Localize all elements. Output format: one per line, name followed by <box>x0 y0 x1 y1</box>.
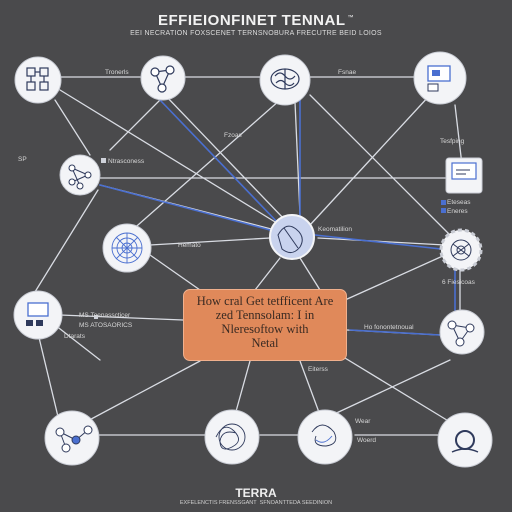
node-radial-sphere <box>102 223 152 273</box>
label-below-box: Eiterss <box>308 366 328 373</box>
label-markers <box>94 158 446 319</box>
node-screen <box>13 290 63 340</box>
node-molecule <box>140 55 186 101</box>
label-right-mid-1: Eteseas <box>447 199 471 206</box>
node-tangle <box>204 409 260 465</box>
node-gear <box>439 228 483 272</box>
node-monitor <box>445 157 483 194</box>
connector-lines <box>29 76 463 436</box>
central-title-line: Netal <box>251 336 279 350</box>
label-top-mid: Tronerls <box>105 69 129 76</box>
node-brain <box>259 54 311 106</box>
node-knot <box>297 409 353 465</box>
central-title-line: How cral Get tetfficent Are <box>196 294 334 308</box>
node-lens <box>437 412 493 468</box>
diagram-subtitle: EEI NECRATION FOXSCENET TERNSNOBURA FREC… <box>130 30 382 37</box>
label-left-sp: SP <box>18 156 27 163</box>
node-grid-network <box>14 56 62 104</box>
node-flow <box>44 410 100 466</box>
label-mid-upper: Fzoas <box>224 132 242 139</box>
central-title-line: zed Tennsolam: I in <box>215 308 315 322</box>
label-left-upper: Ntrasconess <box>108 158 145 165</box>
node-neural-net <box>59 154 101 196</box>
label-right-lower: Ho fonontetnoual <box>364 324 414 331</box>
node-central-mesh <box>269 214 315 260</box>
label-center-right: Keomatilion <box>318 226 352 233</box>
node-documents <box>413 51 467 105</box>
footer-title: TERRA <box>235 486 277 500</box>
central-title-line: Nleresoftow with <box>221 322 309 336</box>
central-title-box: How cral Get tetfficent Are zed Tennsola… <box>183 289 347 361</box>
node-cluster <box>439 309 485 355</box>
label-left-lower-2: MS ATOSAORICS <box>79 322 133 329</box>
label-right-mid-2: Eneres <box>447 208 468 215</box>
label-bottom-right: Woerd <box>357 437 377 444</box>
footer-subtitle: EXFELENCTIS FRENSSGANT SFNOANTTEDA SEEDI… <box>179 500 333 506</box>
label-left-lower-3: Dtarats <box>64 333 85 340</box>
label-top-right: Fsnae <box>338 69 357 76</box>
label-left-lower-1: MS Toenasscticer <box>79 312 131 319</box>
label-left-mid: Hemato <box>178 242 201 249</box>
label-right-upper: Tesfping <box>440 138 465 145</box>
label-right-low: 6 Fiesicoas <box>442 279 475 286</box>
label-bottom-mid: Wear <box>355 418 371 425</box>
trademark-mark: ™ <box>347 15 354 21</box>
